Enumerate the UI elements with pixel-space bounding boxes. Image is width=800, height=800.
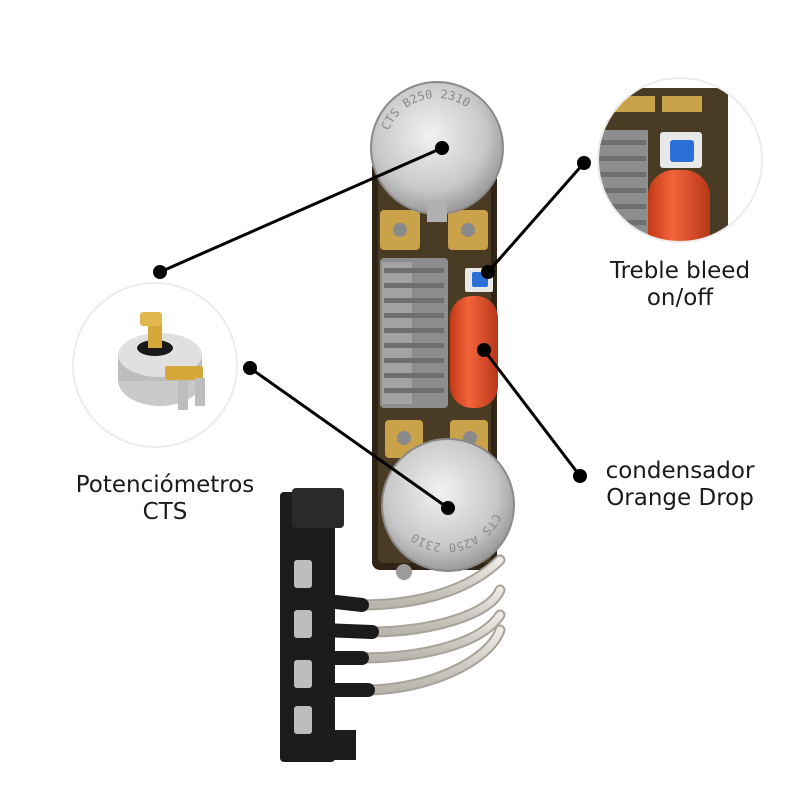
- treble-bleed-label: Treble bleed on/off: [590, 258, 770, 312]
- callout-dots: [153, 141, 591, 515]
- treble-bleed-label-line2: on/off: [646, 285, 714, 311]
- potentiometers-label: Potenciómetros CTS: [50, 472, 280, 526]
- callout-lines: [158, 146, 586, 510]
- braided-wires: [311, 554, 506, 697]
- orange-drop-capacitor: [450, 296, 498, 408]
- capacitor-label-line2: Orange Drop: [606, 485, 754, 511]
- terminal-block: [380, 258, 448, 408]
- potentiometers-label-line2: CTS: [142, 499, 188, 525]
- potentiometers-label-line1: Potenciómetros: [75, 472, 255, 498]
- detail-inset-circle: [597, 77, 763, 243]
- potentiometer-inset-circle: [72, 282, 238, 448]
- treble-bleed-label-line1: Treble bleed: [609, 258, 751, 284]
- capacitor-label-line1: condensador: [605, 458, 755, 484]
- switch-body: [280, 488, 356, 762]
- capacitor-label: condensador Orange Drop: [575, 458, 785, 512]
